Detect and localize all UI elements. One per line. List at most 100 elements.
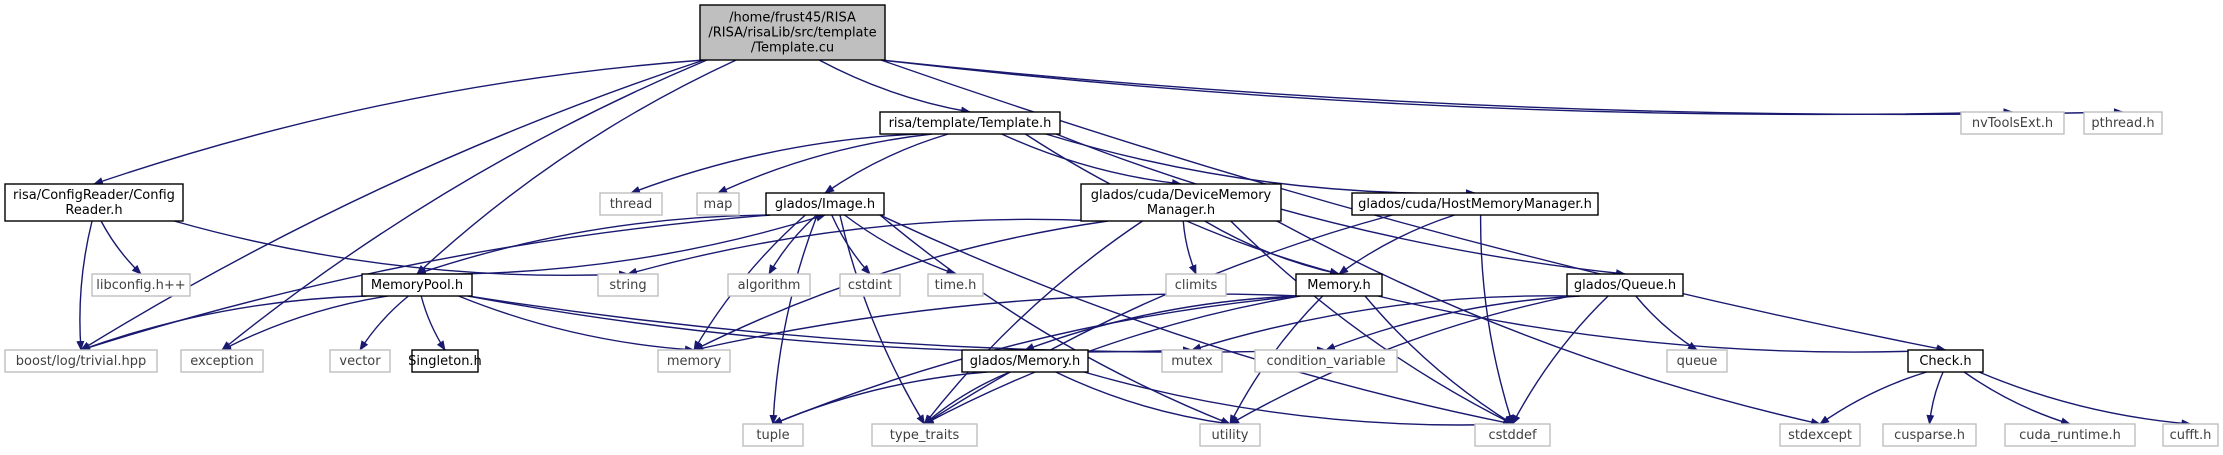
node-label-template_h: risa/template/Template.h: [889, 116, 1052, 131]
edge-queue_h-to-condvar: [1325, 295, 1581, 351]
node-label-memorypool: MemoryPool.h: [371, 278, 463, 293]
node-configreader[interactable]: risa/ConfigReader/ConfigReader.h: [4, 183, 184, 222]
edge-configreader-to-string: [173, 220, 629, 279]
edge-devmem-to-memory: [693, 220, 1109, 351]
node-box-cufft: [2162, 423, 2219, 447]
node-image_h[interactable]: glados/Image.h: [765, 192, 885, 216]
node-queue_h[interactable]: glados/Queue.h: [1566, 273, 1684, 297]
edge-image_h-to-cstdint: [831, 214, 871, 275]
edge-memorypool-to-vector: [359, 295, 409, 351]
node-box-string: [597, 273, 659, 297]
node-memorypool[interactable]: MemoryPool.h: [361, 273, 473, 297]
node-label-mutex: mutex: [1171, 354, 1213, 369]
nodes-layer: /home/frust45/RISA/RISA/risaLib/src/temp…: [4, 4, 2219, 447]
edge-devmem-to-string: [627, 218, 1099, 276]
node-label-queue_h: glados/Queue.h: [1574, 278, 1676, 293]
edge-root-to-memorypool: [416, 59, 737, 275]
node-box-climits: [1165, 273, 1227, 297]
node-label-string: string: [609, 278, 646, 293]
node-singleton[interactable]: Singleton.h: [408, 349, 482, 373]
node-nvtoolsext: nvToolsExt.h: [1960, 111, 2065, 135]
node-box-image_h: [765, 192, 885, 216]
node-label-utility: utility: [1212, 428, 1249, 443]
node-hostmem[interactable]: glados/cuda/HostMemoryManager.h: [1351, 192, 1599, 216]
node-box-boostlog: [4, 349, 158, 373]
edge-memory_h-to-type_traits: [923, 295, 1301, 425]
edge-root-to-nvtoolsext: [880, 59, 2014, 117]
edge-check_h-to-cusparse: [1926, 371, 1944, 425]
node-utility: utility: [1199, 423, 1261, 447]
node-gladosmem[interactable]: glados/Memory.h: [961, 349, 1089, 373]
node-boostlog: boost/log/trivial.hpp: [4, 349, 158, 373]
node-root[interactable]: /home/frust45/RISA/RISA/risaLib/src/temp…: [699, 4, 886, 61]
node-cufft: cufft.h: [2162, 423, 2219, 447]
edge-image_h-to-cstddef: [879, 214, 1514, 427]
node-label-nvtoolsext: nvToolsExt.h: [1972, 116, 2053, 131]
node-box-libconfig: [91, 273, 191, 297]
edge-gladosmem-to-utility: [1055, 371, 1231, 427]
node-label-queue: queue: [1677, 354, 1718, 369]
node-queue: queue: [1666, 349, 1728, 373]
node-box-check_h: [1907, 349, 1984, 373]
node-box-utility: [1199, 423, 1261, 447]
node-label-cstdint: cstdint: [848, 278, 892, 293]
edge-memory_h-to-gladosmem: [1024, 295, 1301, 351]
node-label-vector: vector: [339, 354, 381, 369]
node-label-exception: exception: [190, 354, 254, 369]
node-cstdint: cstdint: [839, 273, 901, 297]
edge-memorypool-to-memory: [458, 295, 695, 354]
edge-image_h-to-tuple: [769, 214, 818, 425]
edge-queue_h-to-mutex: [1191, 295, 1572, 352]
node-label-cstddef: cstddef: [1488, 428, 1537, 443]
edge-template_h-to-image_h: [824, 133, 949, 194]
edge-configreader-to-libconfig: [100, 220, 142, 275]
node-check_h[interactable]: Check.h: [1907, 349, 1984, 373]
node-vector: vector: [329, 349, 391, 373]
edge-image_h-to-utility: [879, 214, 1231, 425]
edge-memory_h-to-check_h: [1377, 295, 1947, 355]
edge-memorypool-to-image_h: [416, 213, 826, 275]
edge-memorypool-to-exception: [221, 295, 388, 351]
edge-queue_h-to-cstddef: [1511, 295, 1609, 425]
edge-queue_h-to-utility: [1229, 295, 1572, 425]
node-box-stdexcept: [1779, 423, 1861, 447]
node-exception: exception: [180, 349, 264, 373]
node-tuple: tuple: [742, 423, 804, 447]
edge-configreader-to-boostlog: [76, 220, 93, 351]
node-box-cusparse: [1882, 423, 1977, 447]
edge-image_h-to-memorypool: [416, 214, 771, 275]
node-box-devmem: [1080, 183, 1282, 222]
node-thread: thread: [599, 192, 663, 216]
edge-template_h-to-map: [717, 133, 933, 194]
node-pthread: pthread.h: [2083, 111, 2163, 135]
node-libconfig: libconfig.h++: [91, 273, 191, 297]
node-label-map: map: [704, 197, 733, 212]
node-box-vector: [329, 349, 391, 373]
node-memory_h[interactable]: Memory.h: [1295, 273, 1383, 297]
node-box-pthread: [2083, 111, 2163, 135]
node-template_h[interactable]: risa/template/Template.h: [879, 111, 1061, 135]
node-box-condvar: [1254, 349, 1398, 373]
node-box-configreader: [4, 183, 184, 222]
node-stdexcept: stdexcept: [1779, 423, 1861, 447]
node-label-memory: memory: [667, 354, 722, 369]
edge-template_h-to-thread: [630, 133, 920, 194]
node-label-devmem: Manager.h: [1147, 203, 1215, 218]
node-box-mutex: [1161, 349, 1223, 373]
node-cstddef: cstddef: [1474, 423, 1551, 447]
edge-devmem-to-stdexcept: [1276, 220, 1821, 426]
edge-memorypool-to-singleton: [420, 295, 446, 351]
node-label-algorithm: algorithm: [738, 278, 801, 293]
edge-queue_h-to-queue: [1635, 295, 1698, 351]
edge-memory_h-to-tuple: [772, 295, 1301, 425]
edge-memorypool-to-boostlog: [80, 295, 367, 351]
edge-gladosmem-to-cstddef: [1083, 371, 1514, 429]
node-label-image_h: glados/Image.h: [775, 197, 875, 212]
node-label-devmem: glados/cuda/DeviceMemory: [1091, 188, 1272, 203]
node-label-hostmem: glados/cuda/HostMemoryManager.h: [1358, 197, 1592, 212]
node-label-configreader: Reader.h: [65, 203, 122, 218]
node-label-climits: climits: [1175, 278, 1218, 293]
edge-template_h-to-queue_h: [1055, 133, 1626, 278]
edge-memory_h-to-cstddef: [1364, 295, 1514, 425]
